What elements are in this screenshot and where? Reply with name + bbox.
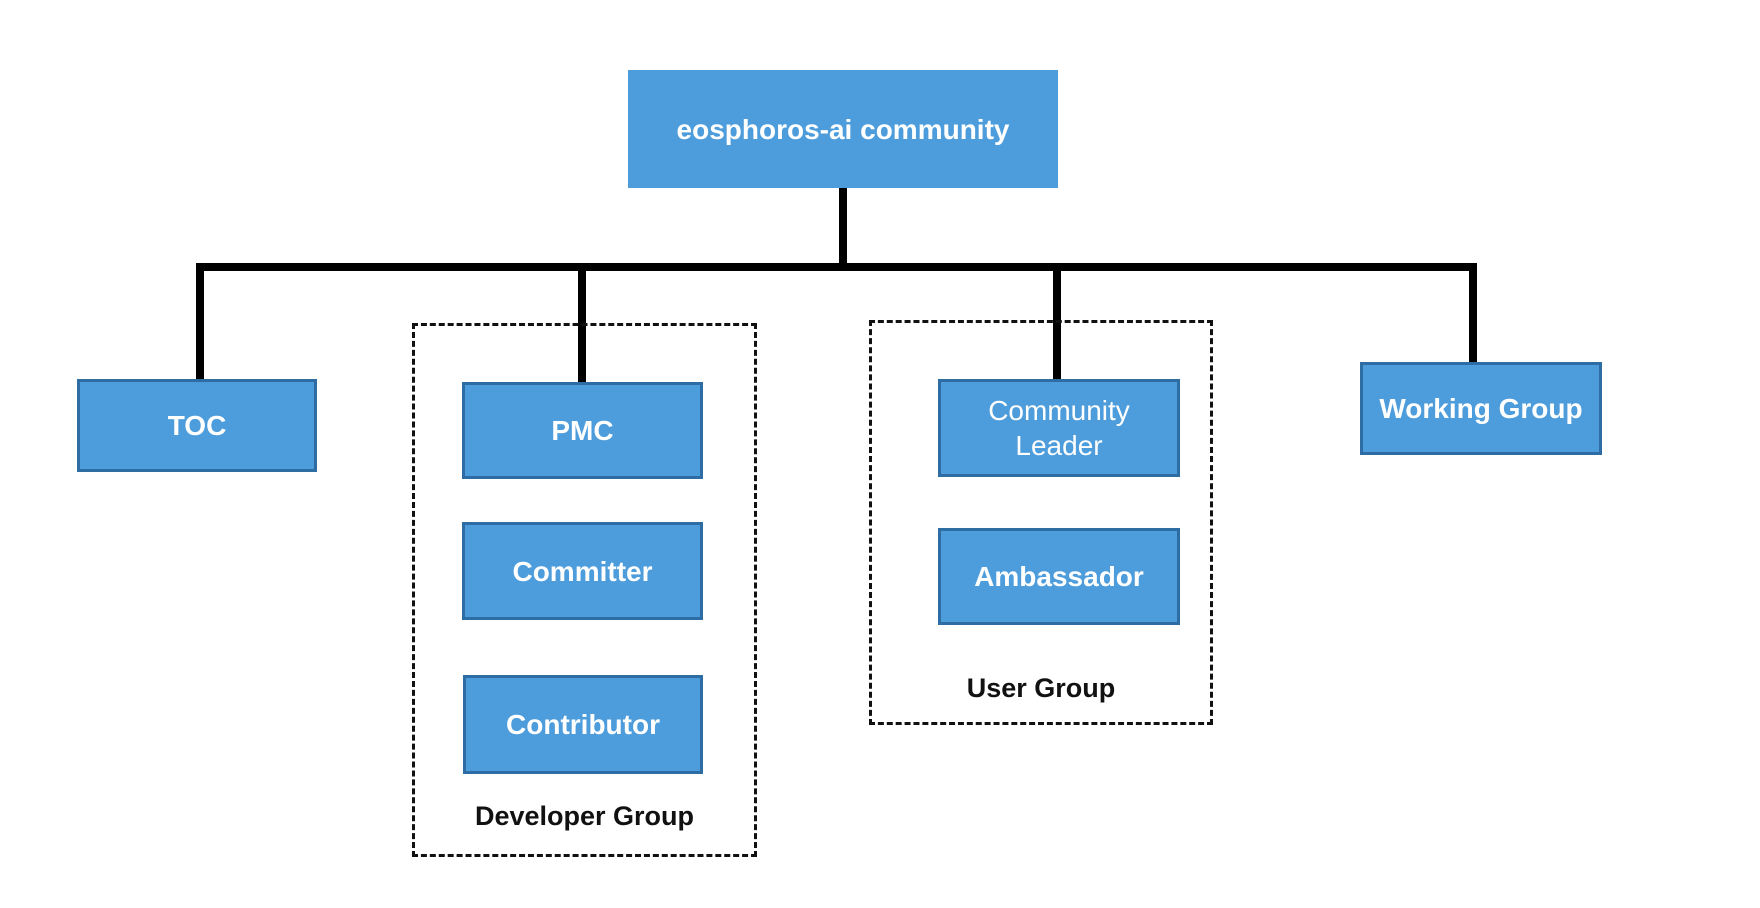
connector-drop-toc	[196, 267, 204, 381]
group-user: User Group	[869, 320, 1213, 725]
group-developer: Developer Group	[412, 323, 757, 857]
node-working-group: Working Group	[1360, 362, 1602, 455]
node-ambassador: Ambassador	[938, 528, 1180, 625]
node-community-leader: Community Leader	[938, 379, 1180, 477]
group-developer-label: Developer Group	[474, 801, 695, 831]
node-committer: Committer	[462, 522, 703, 620]
connector-root-stem	[839, 186, 847, 269]
node-contributor: Contributor	[463, 675, 703, 774]
node-toc: TOC	[77, 379, 317, 472]
node-pmc: PMC	[462, 382, 703, 479]
connector-drop-working-group	[1469, 267, 1477, 364]
node-community-root: eosphoros-ai community	[628, 70, 1058, 188]
group-user-label: User Group	[966, 673, 1116, 703]
connector-drop-community-leader	[1053, 267, 1061, 381]
connector-horizontal-bar	[196, 263, 1477, 271]
